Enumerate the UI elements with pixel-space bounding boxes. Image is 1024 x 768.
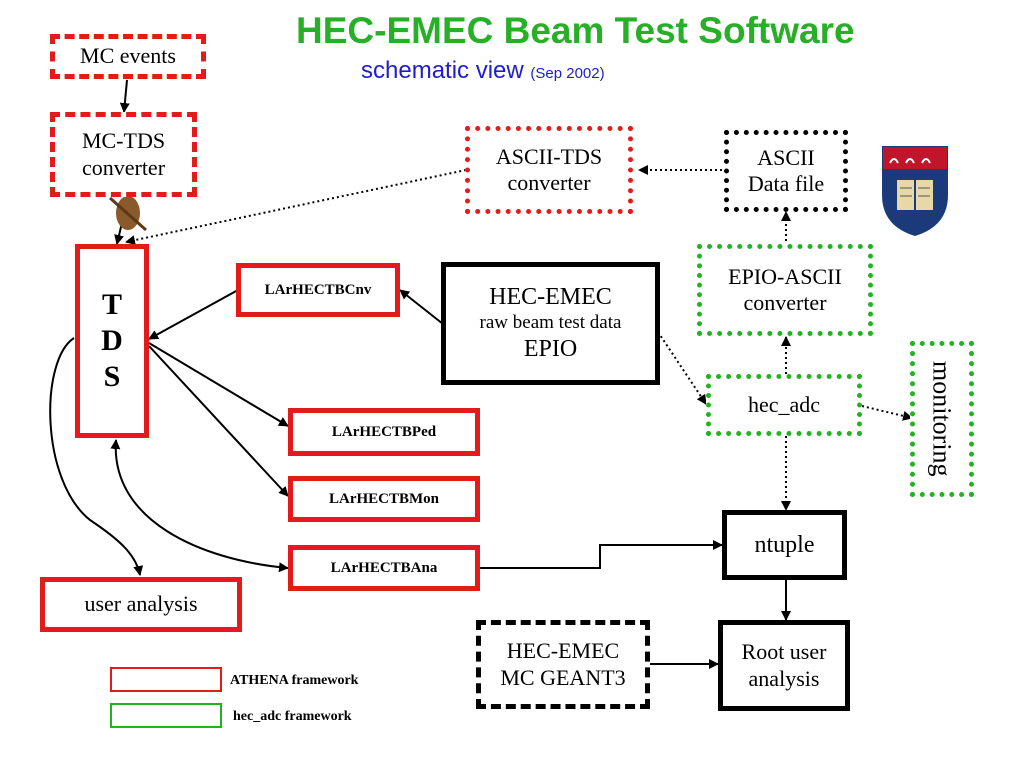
larhectbmon-label: LArHECTBMon	[328, 491, 439, 507]
monitoring-label: monitoring	[927, 361, 957, 477]
tds-letter-d: D	[101, 324, 123, 357]
hec-adc-box: hec_adc	[706, 374, 862, 436]
subtitle-date: (Sep 2002)	[530, 65, 605, 82]
arrow-mcevents-mctds	[119, 79, 130, 113]
arrow-raw-cnv	[399, 289, 444, 325]
ascii-data-label-line2: Data file	[747, 171, 825, 196]
hec-emec-mc-geant3-box: HEC-EMEC MC GEANT3	[476, 620, 650, 709]
shield-icon	[882, 146, 948, 236]
legend-athena-label: ATHENA framework	[230, 673, 359, 688]
hec-emec-mc-line2: MC GEANT3	[500, 664, 626, 690]
arrow-ana-ntuple	[480, 540, 723, 569]
larhectbmon-box: LArHECTBMon	[288, 476, 480, 522]
legend-hec-adc-swatch	[110, 703, 222, 728]
subtitle-main: schematic view	[361, 57, 524, 84]
legend-hec-adc-label: hec_adc framework	[233, 709, 352, 724]
larhectbana-box: LArHECTBAna	[288, 545, 480, 591]
arrow-tds-ped	[148, 342, 289, 427]
hec-emec-raw-box: HEC-EMEC raw beam test data EPIO	[441, 262, 660, 385]
tds-letter-s: S	[103, 360, 121, 393]
epio-ascii-converter-box: EPIO-ASCII converter	[697, 244, 873, 336]
ntuple-box: ntuple	[722, 510, 847, 580]
mc-tds-converter-box: MC-TDS converter	[50, 112, 197, 197]
tds-box: T D S	[75, 244, 149, 438]
user-analysis-box: user analysis	[40, 577, 242, 632]
larhectbcnv-label: LArHECTBCnv	[264, 282, 372, 298]
figure-icon	[109, 196, 147, 232]
larhectbped-box: LArHECTBPed	[288, 408, 480, 456]
user-analysis-label: user analysis	[84, 591, 198, 617]
larhectbcnv-box: LArHECTBCnv	[236, 263, 400, 317]
ascii-tds-label-line1: ASCII-TDS	[495, 143, 603, 169]
larhectbana-label: LArHECTBAna	[330, 560, 438, 576]
larhectbped-label: LArHECTBPed	[331, 424, 437, 440]
epio-ascii-label-line2: converter	[743, 290, 827, 315]
arrow-cnv-tds	[148, 289, 239, 340]
arrow-tds-user	[49, 337, 144, 576]
hec-adc-label: hec_adc	[747, 391, 821, 417]
tds-letter-t: T	[101, 288, 122, 321]
ascii-data-file-box: ASCII Data file	[724, 130, 848, 212]
hec-emec-raw-line2: raw beam test data	[479, 312, 622, 334]
epio-ascii-label-line1: EPIO-ASCII	[728, 263, 842, 289]
tds-letters: T D S	[101, 287, 123, 395]
page-title: HEC-EMEC Beam Test Software	[296, 10, 855, 51]
arrow-tds-mon	[148, 345, 289, 497]
root-user-analysis-box: Root user analysis	[718, 620, 850, 711]
ntuple-label: ntuple	[754, 531, 815, 558]
mc-events-label: MC events	[80, 43, 176, 69]
ascii-data-label-line1: ASCII	[757, 144, 815, 170]
arrow-raw-hecadc	[657, 331, 707, 405]
mc-events-box: MC events	[50, 34, 206, 79]
mc-tds-label-line1: MC-TDS	[81, 128, 166, 154]
page-subtitle: schematic view (Sep 2002)	[361, 57, 605, 85]
hec-emec-raw-line3: EPIO	[523, 335, 578, 362]
mc-tds-label-line2: converter	[81, 154, 166, 180]
arrow-hecadc-monitoring	[861, 405, 913, 421]
root-user-line1: Root user	[741, 639, 827, 665]
hec-emec-mc-line1: HEC-EMEC	[506, 638, 620, 664]
ascii-tds-label-line2: converter	[507, 170, 591, 195]
monitoring-box: monitoring	[910, 341, 974, 497]
root-user-line2: analysis	[748, 665, 820, 691]
ascii-tds-converter-box: ASCII-TDS converter	[465, 126, 633, 214]
arrow-tds-ana	[110, 439, 289, 573]
hec-emec-raw-line1: HEC-EMEC	[489, 284, 612, 311]
legend-athena-swatch	[110, 667, 222, 692]
